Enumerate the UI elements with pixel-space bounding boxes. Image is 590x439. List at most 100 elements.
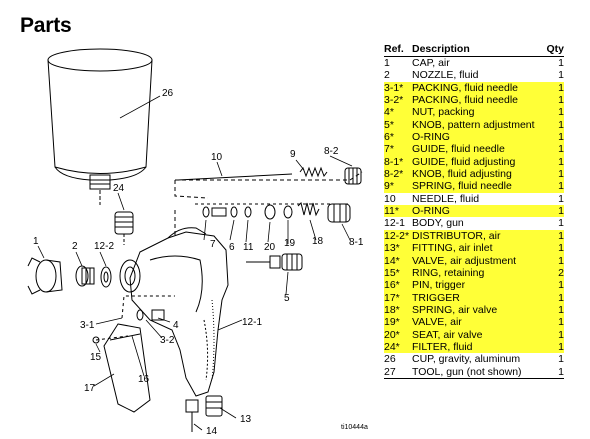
ref-cell: 8-2* — [384, 168, 412, 181]
ref-cell: 4* — [384, 106, 412, 119]
ref-cell: 7* — [384, 143, 412, 156]
qty-cell: 1 — [544, 131, 564, 144]
qty-cell: 1 — [544, 81, 564, 95]
callout-14: 14 — [206, 426, 218, 437]
ref-cell: 14* — [384, 254, 412, 267]
callout-5: 5 — [284, 293, 290, 304]
callout-1: 1 — [33, 236, 39, 247]
ref-cell: 10 — [384, 192, 396, 205]
description-cell: FILTER, fluid — [412, 340, 545, 354]
ref-cell: 11* — [384, 205, 412, 218]
ref-cell: 26 — [384, 353, 396, 366]
qty-cell: 1 — [544, 279, 564, 292]
qty-cell: 1 — [544, 328, 564, 341]
fluid-filter-drawing — [114, 211, 134, 245]
description-cell: SEAT, air valve — [412, 328, 545, 341]
fluid-guide-drawing — [327, 203, 351, 223]
qty-cell: 1 — [544, 106, 564, 119]
description-cell: SPRING, air valve — [412, 303, 545, 317]
callout-10: 10 — [211, 152, 223, 163]
ref-cell: 2 — [384, 69, 390, 82]
callout-16: 16 — [138, 374, 150, 385]
description-cell: DISTRIBUTOR, air — [412, 229, 545, 243]
ref-cell: 6* — [384, 131, 412, 144]
qty-cell: 1 — [544, 291, 564, 304]
callout-7: 7 — [210, 239, 216, 250]
callout-13: 13 — [240, 414, 252, 425]
description-cell: VALVE, air — [412, 316, 545, 329]
fluid-nozzle-drawing — [75, 265, 95, 287]
qty-cell: 1 — [544, 155, 564, 169]
description-cell: CAP, air — [412, 57, 450, 69]
ref-cell: 15* — [384, 266, 412, 280]
callout-3-2: 3-2 — [160, 335, 175, 346]
callout-12-1: 12-1 — [242, 317, 262, 328]
callout-3-1: 3-1 — [80, 320, 95, 331]
description-cell: NUT, packing — [412, 106, 545, 119]
description-cell: TOOL, gun (not shown) — [412, 365, 545, 379]
description-cell: TRIGGER — [412, 291, 545, 304]
callout-17: 17 — [84, 383, 96, 394]
ref-cell: 17* — [384, 291, 412, 304]
description-cell: PACKING, fluid needle — [412, 94, 545, 107]
description-cell: VALVE, air adjustment — [412, 254, 545, 267]
description-cell: KNOB, pattern adjustment — [412, 118, 545, 132]
qty-cell: 2 — [544, 266, 564, 280]
description-cell: GUIDE, fluid needle — [412, 143, 545, 156]
description-cell: RING, retaining — [412, 266, 545, 280]
description-cell: NOZZLE, fluid — [412, 69, 479, 82]
qty-cell: 1 — [544, 205, 564, 218]
ref-cell: 3-2* — [384, 94, 412, 107]
ref-cell: 18* — [384, 303, 412, 317]
callout-18: 18 — [312, 236, 324, 247]
ref-cell: 9* — [384, 180, 412, 193]
qty-cell: 1 — [544, 94, 564, 107]
ref-cell: 27 — [384, 365, 412, 379]
figure-id: ti10444a — [341, 424, 368, 431]
description-cell: SPRING, fluid needle — [412, 180, 545, 193]
callout-2: 2 — [72, 241, 78, 252]
callout-8-2: 8-2 — [324, 146, 339, 157]
callout-6: 6 — [229, 242, 235, 253]
qty-cell: 1 — [558, 192, 564, 205]
callout-24: 24 — [113, 183, 125, 194]
description-cell: CUP, gravity, aluminum — [412, 353, 521, 366]
qty-cell: 1 — [544, 168, 564, 181]
ref-cell: 5* — [384, 118, 412, 132]
callout-26: 26 — [162, 88, 174, 99]
ref-cell: 1 — [384, 57, 390, 69]
qty-cell: 1 — [544, 118, 564, 132]
description-cell: O-RING — [412, 205, 545, 218]
callout-9: 9 — [290, 149, 296, 160]
qty-cell: 1 — [544, 303, 564, 317]
description-cell: KNOB, fluid adjusting — [412, 168, 545, 181]
qty-cell: 1 — [544, 180, 564, 193]
callout-11: 11 — [243, 242, 254, 253]
ref-cell: 12-2* — [384, 229, 412, 243]
gravity-cup-drawing — [47, 48, 153, 205]
callout-19: 19 — [284, 238, 296, 249]
callout-8-1: 8-1 — [349, 237, 364, 248]
ref-cell: 16* — [384, 279, 412, 292]
description-cell: O-RING — [412, 131, 545, 144]
header-qty: Qty — [544, 43, 564, 57]
qty-cell: 1 — [544, 340, 564, 354]
parts-table-header: Ref. Description Qty — [384, 43, 564, 57]
callout-20: 20 — [264, 242, 276, 253]
description-cell: PIN, trigger — [412, 279, 545, 292]
